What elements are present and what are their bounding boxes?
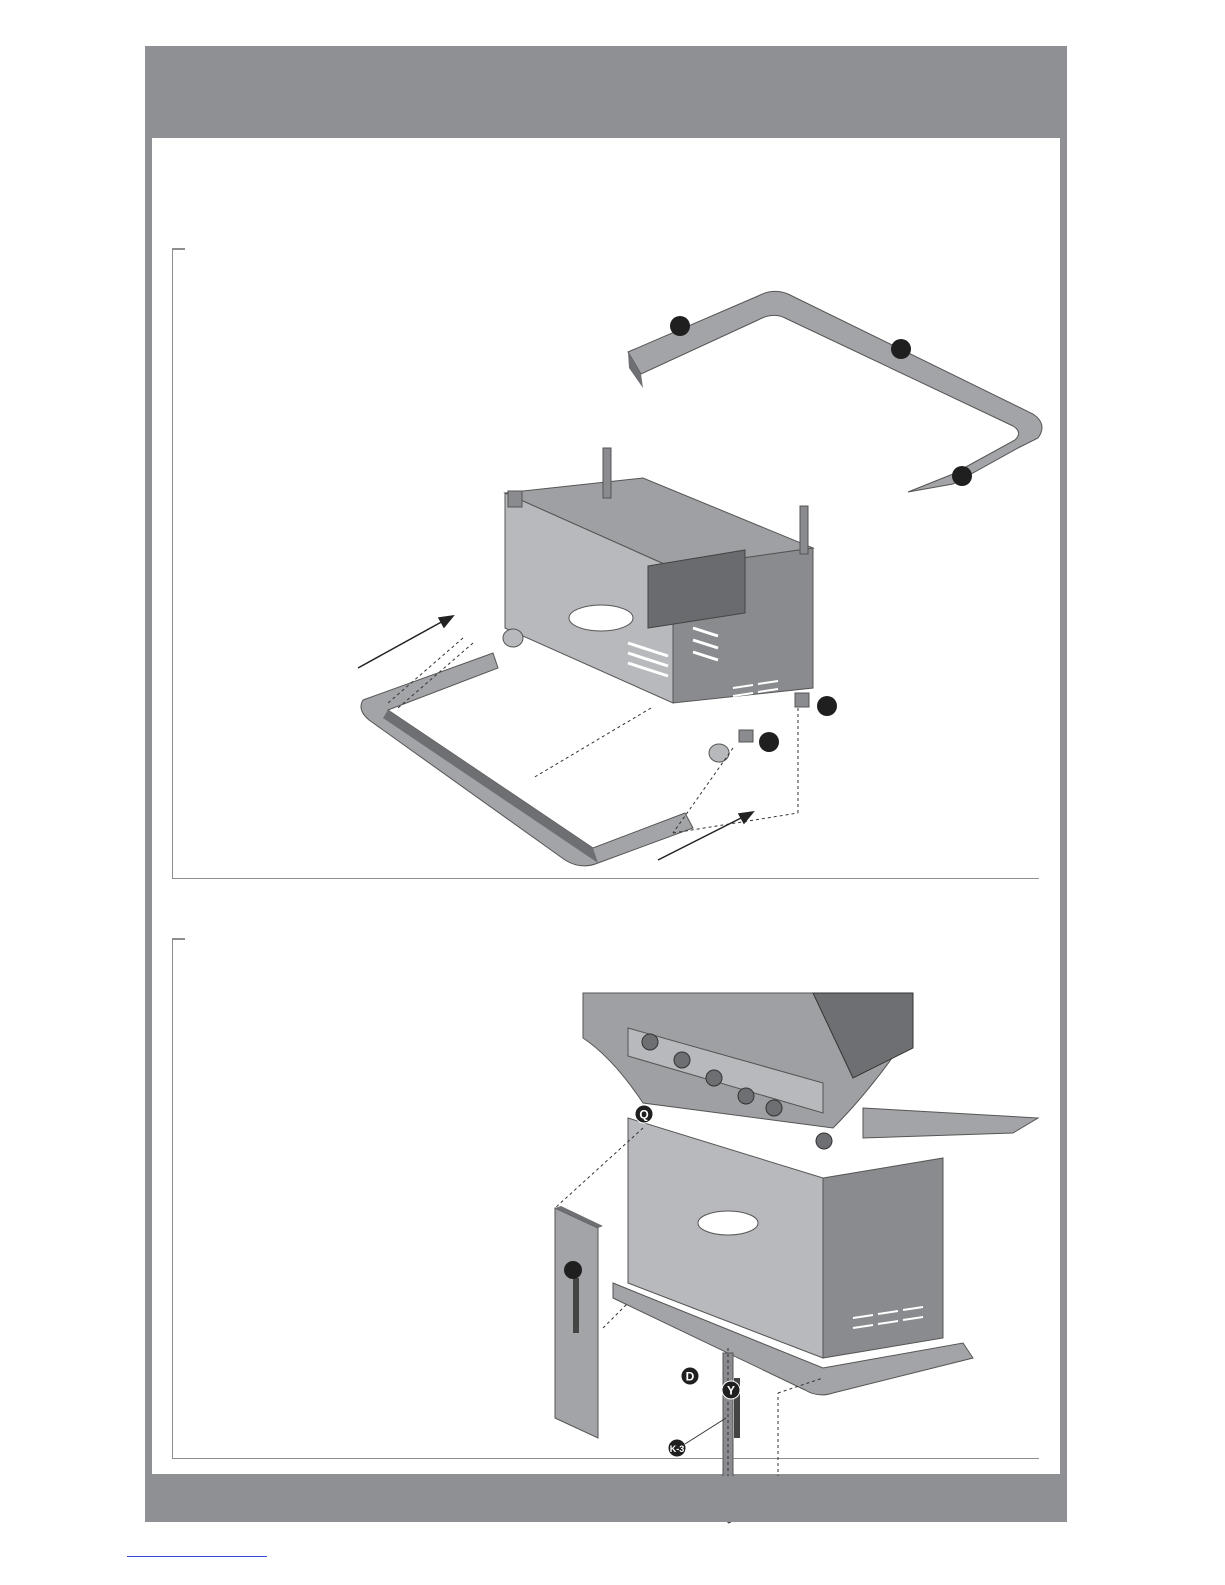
- callout-dot-2: [891, 339, 911, 359]
- left-door: [555, 1206, 603, 1438]
- page-frame: Q D Y K-3: [145, 46, 1067, 1522]
- footer-band: [145, 1476, 1067, 1522]
- cabinet-body: [503, 448, 813, 762]
- callout-dot-3: [952, 466, 972, 486]
- callout-k3-label: K-3: [670, 1444, 685, 1454]
- step-panel-frame-assembly: [172, 248, 1039, 879]
- callout-q: Q: [635, 1105, 653, 1123]
- page-body: Q D Y K-3: [152, 138, 1060, 1474]
- callout-dot-5: [759, 732, 779, 752]
- bottom-link-underline[interactable]: [127, 1556, 267, 1557]
- grill-cabinet: [613, 1118, 973, 1395]
- callout-dot-door: [564, 1261, 582, 1279]
- callout-d-label: D: [686, 1370, 695, 1384]
- callout-dot-1: [670, 316, 690, 336]
- callout-k3: K-3: [668, 1418, 726, 1457]
- step-panel-door-install: Q D Y K-3: [172, 938, 1039, 1459]
- callout-y-label: Y: [727, 1384, 735, 1398]
- door-install-illustration: Q D Y K-3: [173, 938, 1039, 1458]
- callout-dot-4: [817, 696, 837, 716]
- header-band: [145, 46, 1067, 138]
- frame-assembly-illustration: [173, 248, 1039, 878]
- callout-k3-leader: [685, 1418, 726, 1444]
- callout-y: Y: [722, 1381, 740, 1399]
- top-frame-part: [628, 291, 1042, 492]
- callout-d: D: [681, 1367, 699, 1385]
- callout-q-label: Q: [639, 1108, 648, 1122]
